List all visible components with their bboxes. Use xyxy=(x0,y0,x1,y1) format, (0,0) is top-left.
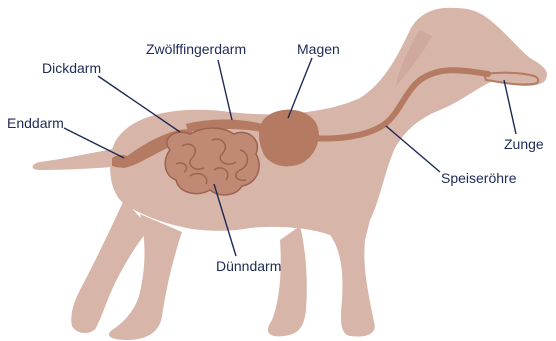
label-duenndarm: Dünndarm xyxy=(216,258,281,274)
leader-magen xyxy=(288,58,312,118)
dog-front-leg xyxy=(268,226,307,336)
label-dickdarm: Dickdarm xyxy=(42,60,101,76)
label-zwoelffingerdarm: Zwölffingerdarm xyxy=(146,41,246,57)
label-speiseroehre: Speiseröhre xyxy=(441,170,517,186)
label-zunge: Zunge xyxy=(504,136,544,152)
tongue-shape xyxy=(484,73,538,85)
leader-zunge xyxy=(504,80,516,134)
label-enddarm: Enddarm xyxy=(7,115,64,131)
label-magen: Magen xyxy=(297,41,340,57)
small-intestine-shape xyxy=(165,128,259,195)
